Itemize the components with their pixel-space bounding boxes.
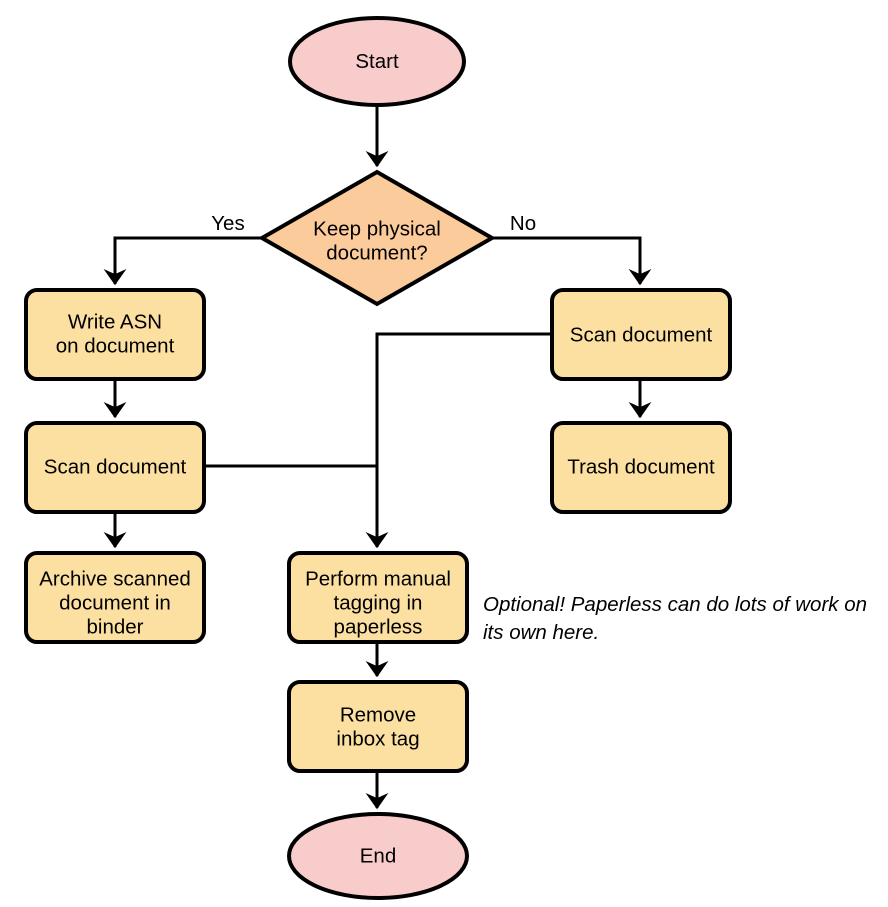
remove-inbox-label-line-1: Remove bbox=[340, 703, 416, 726]
node-remove-inbox-tag[interactable]: Remove inbox tag bbox=[287, 680, 469, 773]
node-decision-keep-physical-document[interactable]: Keep physical document? bbox=[257, 169, 497, 307]
scan-document-right-label: Scan document bbox=[570, 323, 713, 346]
optional-note-line-1: Optional! Paperless can do lots of work … bbox=[483, 593, 867, 616]
archive-label-line-3: binder bbox=[87, 615, 144, 638]
scan-document-left-box bbox=[24, 421, 206, 514]
tagging-label-line-1: Perform manual bbox=[305, 567, 451, 590]
node-perform-manual-tagging[interactable]: Perform manual tagging in paperless bbox=[287, 551, 469, 644]
start-ellipse bbox=[288, 16, 466, 107]
remove-inbox-tag-box bbox=[287, 680, 469, 773]
edge-decision-no-to-scan-right bbox=[492, 236, 652, 286]
edge-label-yes: Yes bbox=[211, 212, 244, 235]
decision-label-line-2: document? bbox=[326, 241, 427, 264]
scan-document-left-label: Scan document bbox=[44, 455, 187, 478]
node-end[interactable]: End bbox=[287, 812, 469, 900]
archive-box bbox=[24, 551, 206, 644]
edge-label-no: No bbox=[510, 212, 536, 235]
trash-document-box bbox=[550, 421, 732, 514]
trash-document-label: Trash document bbox=[567, 455, 715, 478]
end-ellipse bbox=[287, 812, 469, 900]
edge-decision-yes-to-write-asn bbox=[103, 236, 262, 286]
scan-document-right-box bbox=[550, 288, 732, 381]
decision-label-line-1: Keep physical bbox=[313, 217, 441, 240]
remove-inbox-label-line-2: inbox tag bbox=[336, 727, 419, 750]
annotation-optional-note: Optional! Paperless can do lots of work … bbox=[483, 593, 867, 644]
node-start[interactable]: Start bbox=[288, 16, 466, 107]
start-label: Start bbox=[355, 50, 399, 73]
tagging-label-line-3: paperless bbox=[334, 615, 423, 638]
node-archive-scanned-document[interactable]: Archive scanned document in binder bbox=[24, 551, 206, 644]
decision-diamond bbox=[257, 169, 497, 307]
archive-label-line-1: Archive scanned bbox=[39, 567, 191, 590]
node-write-asn-on-document[interactable]: Write ASN on document bbox=[24, 288, 206, 381]
end-label: End bbox=[360, 844, 396, 867]
optional-note-line-2: its own here. bbox=[483, 621, 599, 644]
node-scan-document-left[interactable]: Scan document bbox=[24, 421, 206, 514]
tagging-label-line-2: tagging in bbox=[334, 591, 423, 614]
tagging-box bbox=[287, 551, 469, 644]
edge-scan-right-to-tagging bbox=[365, 332, 552, 549]
write-asn-box bbox=[24, 288, 206, 381]
node-trash-document[interactable]: Trash document bbox=[550, 421, 732, 514]
node-scan-document-right[interactable]: Scan document bbox=[550, 288, 732, 381]
write-asn-label-line-2: on document bbox=[56, 334, 175, 357]
write-asn-label-line-1: Write ASN bbox=[68, 310, 162, 333]
archive-label-line-2: document in bbox=[59, 591, 171, 614]
